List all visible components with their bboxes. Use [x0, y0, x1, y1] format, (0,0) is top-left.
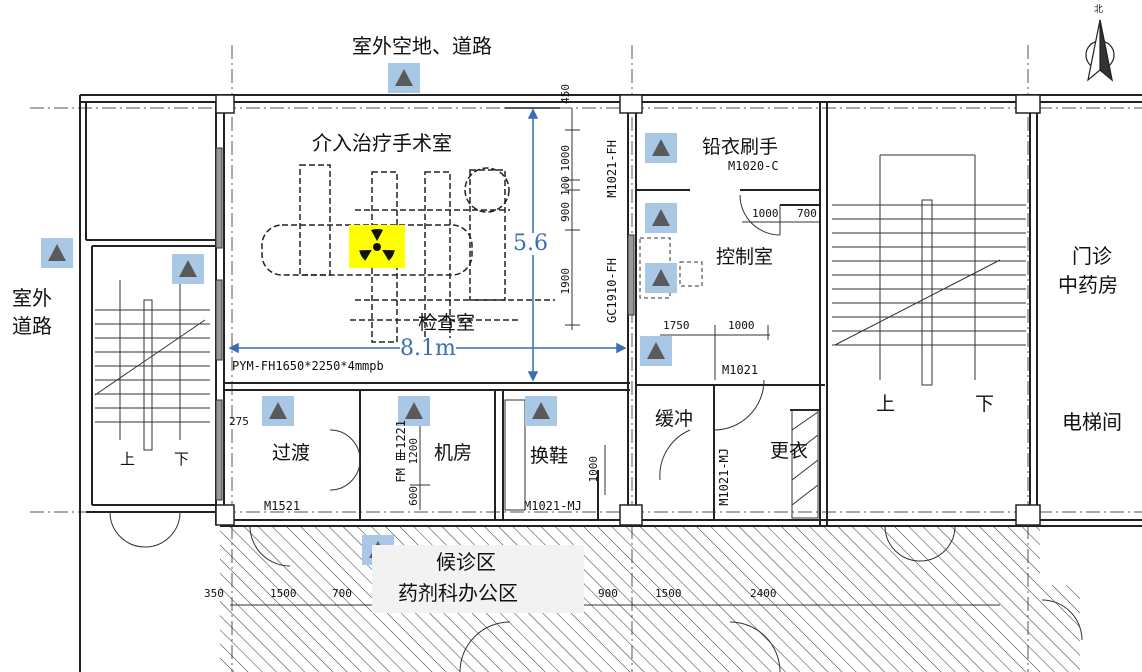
- transition-room-label: 过渡: [272, 442, 311, 464]
- triangle-marker-icon: [645, 133, 677, 163]
- right-stairs-up: 上: [876, 393, 896, 415]
- right-stairs-down: 下: [975, 393, 995, 415]
- dim-1000-a: 1000: [559, 145, 572, 172]
- triangle-marker-icon: [388, 63, 420, 93]
- dim-1750: 1750: [663, 319, 690, 332]
- dim-1000-c: 1000: [752, 207, 779, 220]
- dim-1000-d: 1000: [587, 456, 600, 483]
- dim-700-b: 700: [332, 587, 352, 600]
- dim-900: 900: [559, 202, 572, 222]
- door-code-m1021mj-vert: M1021-MJ: [717, 448, 731, 506]
- triangle-marker-icon: [645, 203, 677, 233]
- outpatient-label-2: 中药房: [1058, 273, 1118, 297]
- dim-450: 450: [559, 84, 572, 104]
- elevator-label: 电梯间: [1062, 410, 1122, 434]
- surgery-room-label: 介入治疗手术室: [312, 131, 452, 155]
- triangle-marker-icon: [525, 396, 557, 426]
- shoe-change-room-label: 换鞋: [530, 445, 569, 467]
- dim-2400: 2400: [750, 587, 777, 600]
- corridor-hatch: [220, 525, 1040, 672]
- dim-100: 100: [559, 176, 572, 196]
- columns: [215, 94, 1041, 526]
- door-code-m1521: M1521: [264, 499, 301, 513]
- north-arrow-icon: [1085, 19, 1115, 82]
- waiting-area-label: 候诊区: [436, 550, 496, 574]
- corridor-hatch-right: [1040, 585, 1080, 672]
- exam-room-label: 检查室: [418, 312, 476, 334]
- depth-dimension-label: 5.6: [513, 231, 548, 256]
- pharmacy-office-label: 药剂科办公区: [398, 581, 518, 605]
- radiation-trefoil-icon: [349, 225, 405, 268]
- outdoor-left-label-1: 室外: [12, 286, 52, 310]
- dim-700-a: 700: [797, 207, 817, 220]
- triangle-marker-icon: [640, 336, 672, 366]
- machine-room-label: 机房: [434, 442, 473, 464]
- lead-coat-room-label: 铅衣刷手: [702, 136, 779, 158]
- lead-wall-segments: [215, 147, 635, 501]
- triangle-marker-icon: [645, 263, 677, 293]
- triangle-marker-icon: [398, 396, 430, 426]
- left-stairs-down: 下: [174, 450, 190, 468]
- dim-1900: 1900: [559, 268, 572, 295]
- dim-1500-b: 1500: [655, 587, 682, 600]
- dim-1000-b: 1000: [728, 319, 755, 332]
- dim-1200: 1200: [407, 438, 420, 465]
- door-code-m1021: M1021: [722, 363, 759, 377]
- locker-hatch: [504, 399, 819, 519]
- door-swings: [109, 194, 1083, 672]
- buffer-room-label: 缓冲: [655, 408, 694, 430]
- triangle-marker-icon: [41, 238, 73, 268]
- dimension-lines: [230, 108, 1000, 606]
- window-code-gc1910: GC1910-FH: [605, 258, 619, 324]
- left-stairs: [94, 280, 210, 451]
- north-label: 北: [1094, 5, 1104, 15]
- dim-1500-a: 1500: [270, 587, 297, 600]
- lead-door-code: PYM-FH1650*2250*4mmpb: [232, 359, 384, 373]
- door-code-m1021mj-shoe: M1021-MJ: [524, 499, 582, 513]
- cath-lab-equipment: [261, 164, 555, 343]
- control-room-label: 控制室: [716, 246, 774, 268]
- dim-600: 600: [407, 486, 420, 506]
- waiting-label-box: [372, 545, 584, 613]
- right-stairs: [832, 154, 1026, 386]
- triangle-marker-icon: [172, 254, 204, 284]
- dim-900-b: 900: [598, 587, 618, 600]
- outdoor-left-label-2: 道路: [12, 314, 52, 338]
- door-code-fm-jia: FM 甲1221: [394, 420, 408, 483]
- dim-275: 275: [229, 415, 249, 428]
- width-dimension-label: 8.1m: [400, 336, 456, 361]
- outpatient-label-1: 门诊: [1072, 244, 1112, 268]
- outdoor-top-label: 室外空地、道路: [352, 34, 492, 58]
- changing-room-label: 更衣: [770, 440, 809, 462]
- triangle-marker-icon: [262, 396, 294, 426]
- door-code-m1020c: M1020-C: [728, 159, 779, 173]
- door-code-m1021fh: M1021-FH: [605, 140, 619, 198]
- left-stairs-up: 上: [120, 450, 136, 468]
- dim-350: 350: [204, 587, 224, 600]
